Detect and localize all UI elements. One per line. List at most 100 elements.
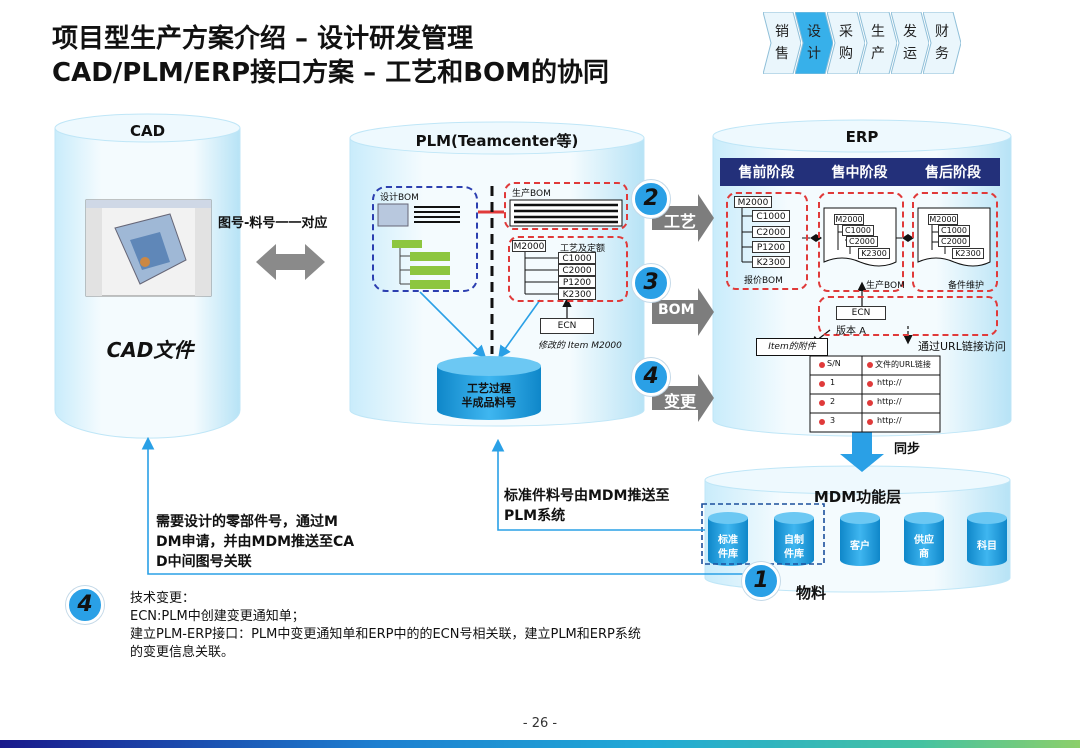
quote-item: K2300 xyxy=(752,256,790,268)
plm-title: PLM(Teamcenter等) xyxy=(415,132,579,150)
quote-item: C2000 xyxy=(752,226,790,238)
mdm-lib-label: 件库 xyxy=(718,549,738,560)
attachment-box: Item的附件 xyxy=(756,338,828,356)
process-db-line2: 半成品料号 xyxy=(461,396,517,409)
cad-request-line: D中间图号关联 xyxy=(156,554,252,570)
cad-screenshot-image xyxy=(85,199,212,297)
cad-title: CAD xyxy=(129,122,166,140)
bom-arrow xyxy=(652,288,714,336)
mdm-lib-custom[interactable]: 自制件库 xyxy=(774,516,814,574)
cad-request-label: 需要设计的零部件号，通过M DM申请，并由MDM推送至CA D中间图号关联 xyxy=(156,512,354,572)
spare-item: C2000 xyxy=(938,236,970,247)
step-1-badge: 1 xyxy=(742,562,780,600)
nav-step-design[interactable]: 设计 xyxy=(795,12,833,74)
mdm-lib-account[interactable]: 科目 xyxy=(967,516,1007,574)
note-line: ECN:PLM中创建变更通知单； xyxy=(130,609,305,624)
nav-step-label: 生产 xyxy=(871,24,885,62)
nav-step-label: 销售 xyxy=(775,24,789,62)
production-bom-group xyxy=(504,182,628,230)
plm-item-root: M2000 xyxy=(512,240,546,252)
plm-item: C1000 xyxy=(558,252,596,264)
sync-label: 同步 xyxy=(894,442,921,457)
nav-step-sales[interactable]: 销售 xyxy=(763,12,801,74)
process-group xyxy=(508,236,628,302)
mdm-lib-label: 标准 xyxy=(718,535,738,546)
nav-step-label: 财务 xyxy=(935,24,949,62)
nav-step-label: 发运 xyxy=(903,24,917,62)
cad-file-label: CAD文件 xyxy=(106,338,194,362)
design-bom-label: 设计BOM xyxy=(380,193,419,203)
cad-mapping-label: 图号-料号一一对应 xyxy=(218,216,328,231)
note-line: 技术变更： xyxy=(130,591,196,606)
cad-plm-double-arrow xyxy=(256,244,325,280)
prod-item: C2000 xyxy=(846,236,878,247)
url-table-grid xyxy=(809,355,941,433)
mdm-lib-customer[interactable]: 客户 xyxy=(840,516,880,574)
mdm-title: MDM功能层 xyxy=(813,488,902,506)
url-table-link[interactable]: http:// xyxy=(877,397,902,406)
nav-step-shipping[interactable]: 发运 xyxy=(891,12,929,74)
process-arrow-label: 工艺 xyxy=(664,212,697,231)
spare-item: K2300 xyxy=(952,248,984,259)
url-table-link[interactable]: http:// xyxy=(877,378,902,387)
nav-step-production[interactable]: 生产 xyxy=(859,12,897,74)
material-label: 物料 xyxy=(796,584,827,602)
prod-bom-label: 生产BOM xyxy=(866,281,905,291)
footer-gradient-bar xyxy=(0,740,1080,748)
url-table-header-sn: S/N xyxy=(827,359,841,368)
phase-insale: 售中阶段 xyxy=(831,165,888,181)
step-4-badge: 4 xyxy=(632,358,670,396)
url-table-header-url: 文件的URL链接 xyxy=(875,360,931,369)
url-access-label: 通过URL链接访问 xyxy=(918,340,1006,353)
nav-step-label: 采购 xyxy=(839,24,853,62)
prod-item: K2300 xyxy=(858,248,890,259)
plm-push-label: 标准件料号由MDM推送至 PLM系统 xyxy=(504,486,669,526)
change-arrow-label: 变更 xyxy=(664,392,697,411)
process-label: 工艺及定额 xyxy=(560,244,606,254)
process-db-cylinder xyxy=(437,356,541,420)
spare-bom-label: 备件维护 xyxy=(948,281,985,291)
url-table-link[interactable]: http:// xyxy=(877,416,902,425)
quote-bom-group xyxy=(726,192,808,290)
page-title-line2: CAD/PLM/ERP接口方案 – 工艺和BOM的协同 xyxy=(52,58,610,88)
nav-step-purchase[interactable]: 采购 xyxy=(827,12,865,74)
mdm-lib-cylinders xyxy=(708,512,1007,566)
prod-item: C1000 xyxy=(842,225,874,236)
spare-root: M2000 xyxy=(928,214,958,225)
mdm-lib-label: 科目 xyxy=(977,541,997,552)
phase-presale: 售前阶段 xyxy=(738,165,795,181)
plm-ecn-box: ECN xyxy=(540,318,594,334)
modified-item-label: 修改的 Item M2000 xyxy=(538,341,622,351)
tech-change-notes: 技术变更： ECN:PLM中创建变更通知单； 建立PLM-ERP接口：PLM中变… xyxy=(130,590,641,662)
plm-item: K2300 xyxy=(558,288,596,300)
erp-title: ERP xyxy=(845,128,879,146)
erp-version-label: 版本 A xyxy=(836,326,867,337)
mdm-lib-supplier[interactable]: 供应商 xyxy=(904,516,944,574)
quote-root: M2000 xyxy=(734,196,772,208)
url-table-cell: 1 xyxy=(830,378,836,387)
spare-bom-group xyxy=(912,192,998,292)
note-line: 的变更信息关联。 xyxy=(130,645,235,660)
plm-push-line: 标准件料号由MDM推送至 xyxy=(504,488,670,504)
url-table-cell: 2 xyxy=(830,397,836,406)
nav-step-label: 设计 xyxy=(807,24,821,62)
quote-bom-label: 报价BOM xyxy=(744,276,783,286)
mdm-lib-standard[interactable]: 标准件库 xyxy=(708,516,748,574)
process-db-line1: 工艺过程 xyxy=(467,382,511,395)
mdm-lib-label: 客户 xyxy=(850,541,870,552)
cad-request-line: DM申请，并由MDM推送至CA xyxy=(156,534,355,550)
page-number: - 26 - xyxy=(522,716,558,731)
bom-arrow-label: BOM xyxy=(658,302,695,318)
phase-aftersale: 售后阶段 xyxy=(925,165,981,181)
prod-root: M2000 xyxy=(834,214,864,225)
step-2-badge: 2 xyxy=(632,180,670,218)
url-table-cell: 3 xyxy=(830,416,836,425)
mdm-lib-label: 自制 xyxy=(784,535,804,546)
erp-ecn-box: ECN xyxy=(836,306,886,320)
nav-step-finance[interactable]: 财务 xyxy=(923,12,961,74)
quote-item: C1000 xyxy=(752,210,790,222)
mdm-lib-label: 商 xyxy=(919,549,929,560)
page-title-line1: 项目型生产方案介绍 – 设计研发管理 xyxy=(52,24,474,54)
production-bom-label: 生产BOM xyxy=(512,189,551,199)
